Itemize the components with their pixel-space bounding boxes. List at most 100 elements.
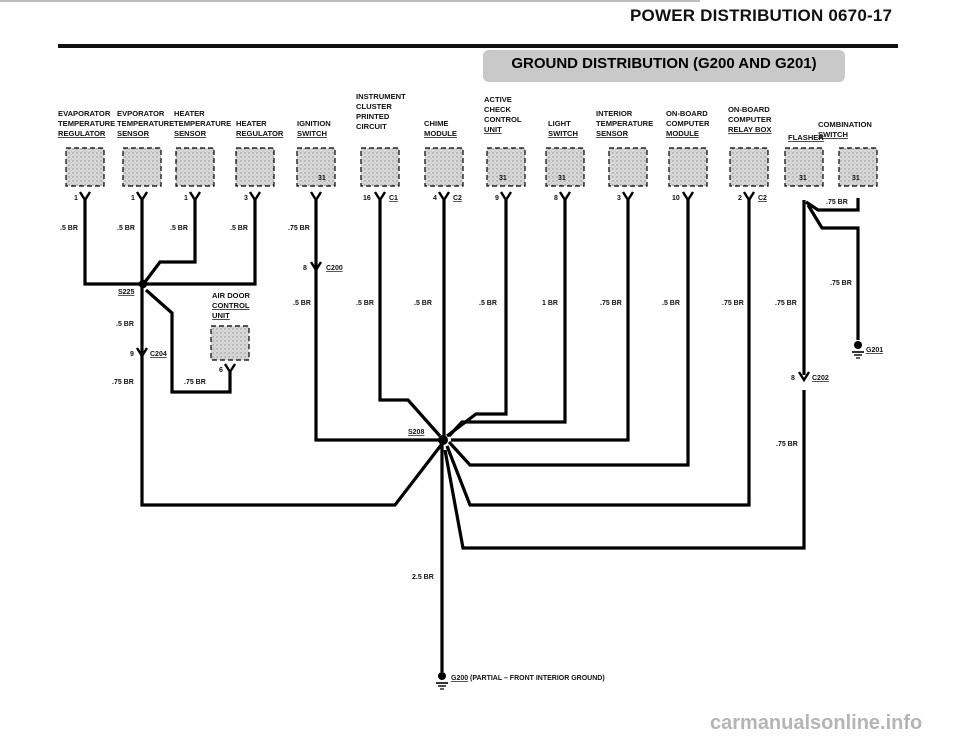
label-active-3: CONTROL xyxy=(484,115,522,124)
c204-label: C204 xyxy=(150,351,167,358)
label-light-2: SWITCH xyxy=(548,129,578,138)
wire-size-w20: .75 BR xyxy=(776,441,798,448)
box-light-switch xyxy=(545,147,585,187)
wire-size-w3: .5 BR xyxy=(170,225,188,232)
component-boxes xyxy=(65,147,878,361)
conn-instrument: C1 xyxy=(389,195,398,202)
wire-size-w18: .75 BR xyxy=(830,280,852,287)
label-evap-reg-1: EVAPORATOR xyxy=(58,109,111,118)
label-active-1: ACTIVE xyxy=(484,95,512,104)
box-chime-module xyxy=(424,147,464,187)
label-instrument-4: CIRCUIT xyxy=(356,122,387,131)
wire-size-w1: .5 BR xyxy=(60,225,78,232)
wire-light-switch xyxy=(447,200,567,438)
wire-combo-g201 xyxy=(806,204,860,340)
box-heater-temp-sensor xyxy=(175,147,215,187)
wire-size-w4: .5 BR xyxy=(230,225,248,232)
label-evap-sensor-1: EVPORATOR xyxy=(117,109,165,118)
c200-pin: 8 xyxy=(303,265,307,272)
wire-size-w19: .75 BR xyxy=(826,199,848,206)
label-heater-sensor-2: TEMPERATURE xyxy=(174,119,231,128)
pin-air-door: 6 xyxy=(219,367,223,374)
splices: S225 S208 xyxy=(118,279,448,445)
wire-heater-sensor xyxy=(143,200,197,283)
wire-s225-airdoor xyxy=(144,288,232,394)
label-ignition-2: SWITCH xyxy=(297,129,327,138)
wire-size-w7: .75 BR xyxy=(112,379,134,386)
banner-title: GROUND DISTRIBUTION (G200 AND G201) xyxy=(511,55,817,72)
splice-s225-dot xyxy=(138,279,148,289)
c202-pin: 8 xyxy=(791,375,795,382)
label-chime-1: CHIME xyxy=(424,119,448,128)
light-switch-inner-pin: 31 xyxy=(558,175,566,182)
label-air-door-2: CONTROL xyxy=(212,301,250,310)
ground-g201: G201 xyxy=(852,341,883,359)
wire-size-w2: .5 BR xyxy=(117,225,135,232)
ground-g201-label: G201 xyxy=(866,347,883,354)
header-rule xyxy=(58,44,898,48)
label-heater-sensor-1: HEATER xyxy=(174,109,205,118)
c202-label: C202 xyxy=(812,375,829,382)
label-air-door-3: UNIT xyxy=(212,311,230,320)
box-evap-temp-sensor xyxy=(122,147,162,187)
wire-size-w5: .75 BR xyxy=(288,225,310,232)
ground-g200-label: G200 xyxy=(451,675,468,682)
label-active-2: CHECK xyxy=(484,105,512,114)
wire-obc-module xyxy=(447,200,690,467)
wire-ignition xyxy=(314,200,440,442)
label-heater-reg-2: REGULATOR xyxy=(236,129,284,138)
ignition-inner-pin: 31 xyxy=(318,175,326,182)
wire-heater-reg xyxy=(145,200,257,286)
label-heater-reg-1: HEATER xyxy=(236,119,267,128)
wire-instrument xyxy=(378,200,442,438)
pin-heater-reg: 3 xyxy=(244,195,248,202)
pin-heater-sensor: 1 xyxy=(184,195,188,202)
pin-evap-reg: 1 xyxy=(74,195,78,202)
wire-active-check xyxy=(446,200,508,438)
flasher-inner-pin: 31 xyxy=(799,175,807,182)
box-obc-relay xyxy=(729,147,769,187)
box-instrument-cluster xyxy=(360,147,400,187)
wire-evap-reg xyxy=(83,200,143,286)
label-combo-2: SWITCH xyxy=(818,130,848,139)
box-flasher xyxy=(784,147,824,187)
wire-size-w16: .75 BR xyxy=(722,300,744,307)
wire-size-w14: .75 BR xyxy=(600,300,622,307)
wire-flasher-c202 xyxy=(443,390,806,550)
wire-size-w21: 2.5 BR xyxy=(412,574,434,581)
label-evap-sensor-3: SENSOR xyxy=(117,129,150,138)
pin-evap-sensor: 1 xyxy=(131,195,135,202)
wire-s225-down xyxy=(140,286,447,507)
conn-obc-relay: C2 xyxy=(758,195,767,202)
label-obc-module-1: ON-BOARD xyxy=(666,109,708,118)
pin-symbols xyxy=(78,191,811,383)
label-light-1: LIGHT xyxy=(548,119,571,128)
box-combo-switch xyxy=(838,147,878,187)
box-active-check xyxy=(486,147,526,187)
pin-chime: 4 xyxy=(433,195,437,202)
active-check-inner-pin: 31 xyxy=(499,175,507,182)
pin-instrument: 16 xyxy=(363,195,371,202)
label-instrument-1: INSTRUMENT xyxy=(356,92,406,101)
splice-s225-label: S225 xyxy=(118,289,134,296)
label-interior-2: TEMPERATURE xyxy=(596,119,653,128)
box-interior-temp xyxy=(608,147,648,187)
label-evap-reg-2: TEMPERATURE xyxy=(58,119,115,128)
label-instrument-2: CLUSTER xyxy=(356,102,392,111)
wire-combo-flasher xyxy=(805,198,860,212)
label-air-door-1: AIR DOOR xyxy=(212,291,250,300)
wire-size-w8: .5 BR xyxy=(293,300,311,307)
wires xyxy=(83,198,860,672)
label-active-4: UNIT xyxy=(484,125,502,134)
splice-s208-dot xyxy=(438,435,448,445)
splice-s208-label: S208 xyxy=(408,429,424,436)
c200-label: C200 xyxy=(326,265,343,272)
label-evap-reg-3: REGULATOR xyxy=(58,129,106,138)
inner-pin-labels: 31 31 31 31 31 xyxy=(318,175,860,182)
label-obc-relay-2: COMPUTER xyxy=(728,115,772,124)
pin-active-check: 9 xyxy=(495,195,499,202)
scan-top-line xyxy=(0,0,700,2)
label-flasher: FLASHER xyxy=(788,133,824,142)
inline-connectors: 8 C200 9 C204 8 C202 xyxy=(130,265,829,382)
